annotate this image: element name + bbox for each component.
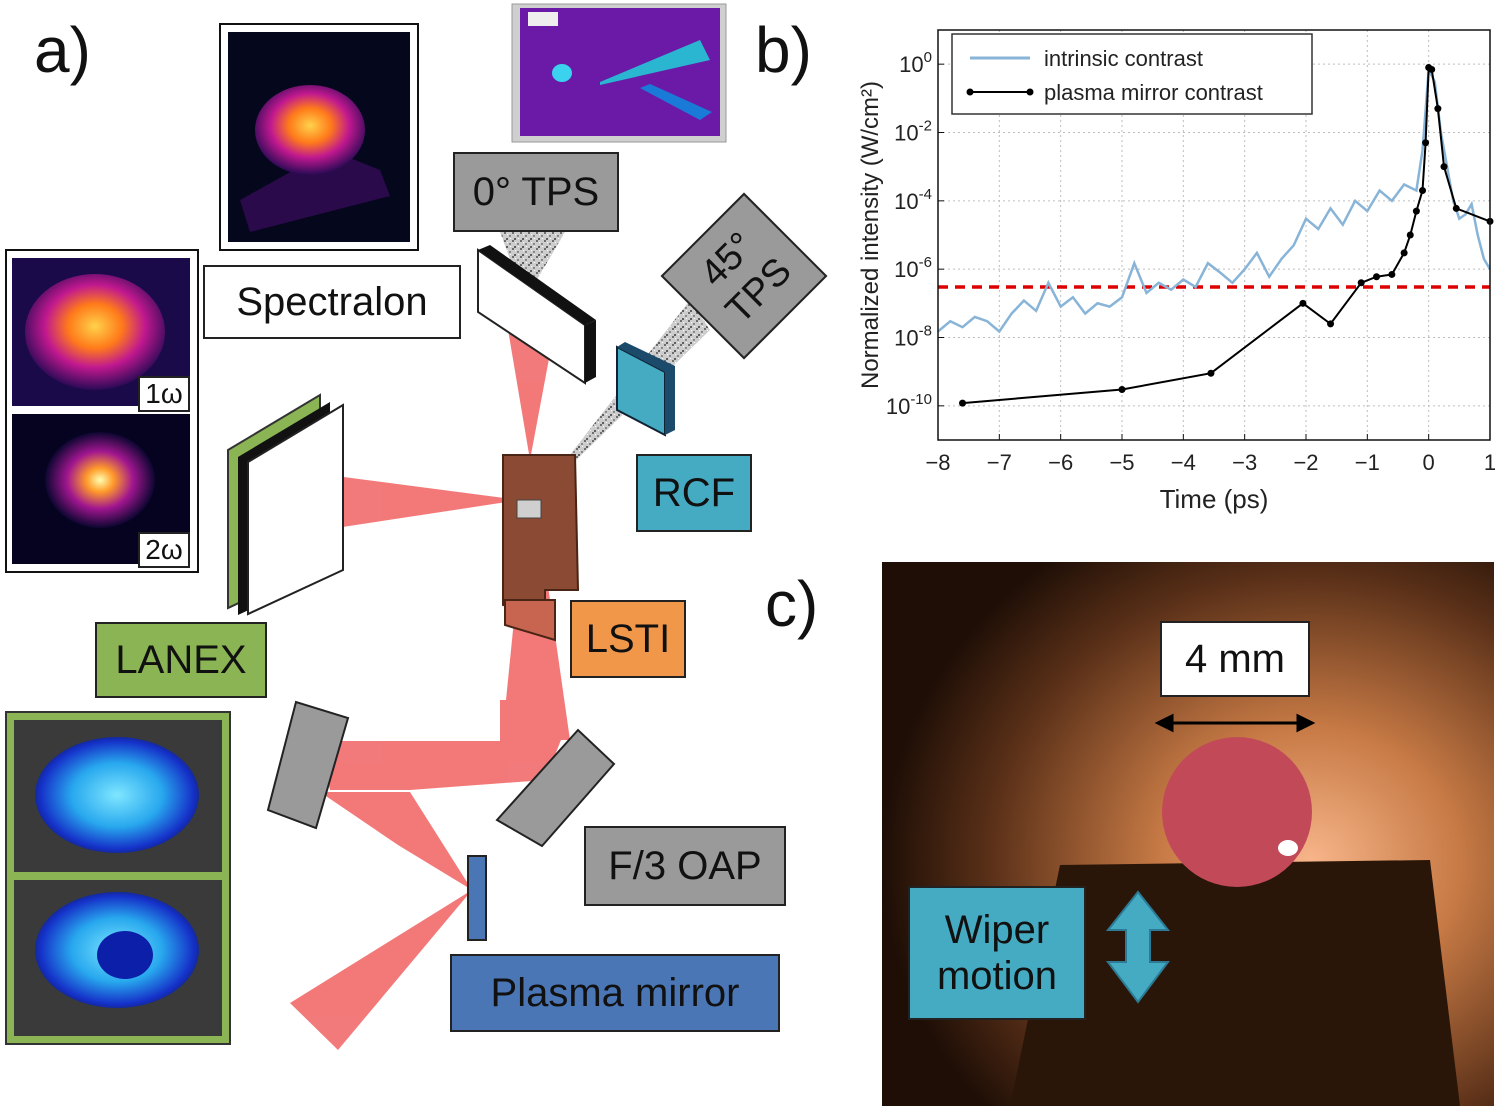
x-tick-label: −5 (1109, 450, 1134, 475)
series-plasma-point (1412, 207, 1420, 215)
y-tick-label: 10-10 (886, 391, 932, 419)
scale-label: 4 mm (1160, 621, 1310, 697)
series-plasma-point (1327, 320, 1335, 328)
chart-legend: intrinsic contrast plasma mirror contrast (951, 33, 1313, 115)
y-tick-label: 100 (899, 49, 932, 77)
y-tick-label: 10-2 (894, 118, 932, 146)
label-rcf: RCF (636, 454, 752, 532)
label-lsti: LSTI (570, 600, 686, 678)
y-tick-label: 10-4 (894, 186, 932, 214)
scale-arrow (1154, 713, 1316, 733)
tps0-image (511, 3, 727, 143)
label-2omega: 2ω (138, 532, 190, 568)
laser-beam-oap-in (318, 700, 563, 790)
plasma-mirror-plate (467, 855, 487, 941)
series-plasma-point (1373, 273, 1381, 281)
oap-mirror (495, 728, 616, 848)
x-tick-label: 1 (1484, 450, 1496, 475)
x-tick-label: −8 (925, 450, 950, 475)
panel-label-c: c) (765, 568, 819, 640)
label-plasma-mirror: Plasma mirror (450, 954, 780, 1032)
label-oap: F/3 OAP (584, 826, 786, 906)
series-plasma-point (959, 399, 967, 407)
series-plasma-point (1207, 369, 1215, 377)
laser-beam-lanex (290, 470, 520, 535)
series-plasma-point (1357, 279, 1365, 287)
panel-label-a: a) (34, 14, 91, 86)
x-tick-label: −4 (1171, 450, 1196, 475)
x-tick-label: −6 (1048, 450, 1073, 475)
rcf-stack (616, 342, 675, 437)
chart-series (937, 63, 1494, 407)
label-lanex: LANEX (95, 622, 267, 698)
wiper-arrow-icon (1105, 890, 1171, 1004)
series-plasma-point (1452, 204, 1460, 212)
legend-marker-plasma (1026, 88, 1034, 96)
series-plasma-point (1118, 386, 1126, 394)
legend-box (951, 33, 1313, 115)
spectralon-plate (477, 245, 596, 385)
target-holder (502, 454, 580, 642)
legend-label-plasma: plasma mirror contrast (1044, 80, 1263, 105)
series-plasma-point (1400, 249, 1408, 257)
proton-beam-0 (500, 232, 565, 300)
wiper-label: Wiper motion (908, 886, 1086, 1020)
lanex-images (5, 711, 231, 1045)
y-tick-label: 10-8 (894, 323, 932, 351)
y-axis-label: Normalized intensity (W/cm²) (857, 81, 884, 389)
legend-marker-plasma (966, 88, 974, 96)
chart-y-axis: 100 10-2 10-4 10-6 10-8 10-10 (886, 49, 944, 419)
spectralon-image (219, 23, 419, 251)
laser-beam-mirror-out (290, 890, 472, 1050)
panel-label-b: b) (755, 14, 812, 86)
x-axis-label: Time (ps) (1160, 484, 1269, 514)
folding-mirror (266, 700, 350, 830)
lanex-screen (227, 393, 344, 616)
x-tick-label: −2 (1293, 450, 1318, 475)
series-plasma-point (1419, 187, 1427, 195)
series-plasma-point (1299, 299, 1307, 307)
x-tick-label: −3 (1232, 450, 1257, 475)
legend-label-intrinsic: intrinsic contrast (1044, 46, 1203, 71)
y-tick-label: 10-6 (894, 254, 932, 282)
chart-x-axis: −8 −7 −6 −5 −4 −3 −2 −1 0 1 (925, 434, 1496, 475)
series-plasma-point (1434, 105, 1442, 113)
x-tick-label: −1 (1355, 450, 1380, 475)
series-plasma-point (1388, 270, 1396, 278)
series-plasma-point (1440, 163, 1448, 171)
label-1omega: 1ω (138, 376, 190, 412)
series-plasma-point (1428, 65, 1436, 73)
x-tick-label: −7 (987, 450, 1012, 475)
label-0deg-tps: 0° TPS (453, 152, 619, 232)
series-plasma-point (1406, 231, 1414, 239)
chart-frame (937, 29, 1491, 441)
x-tick-label: 0 (1423, 450, 1435, 475)
label-spectralon: Spectralon (203, 265, 461, 339)
laser-beam-mirror-in (320, 792, 472, 890)
series-plasma-point (1422, 139, 1430, 147)
